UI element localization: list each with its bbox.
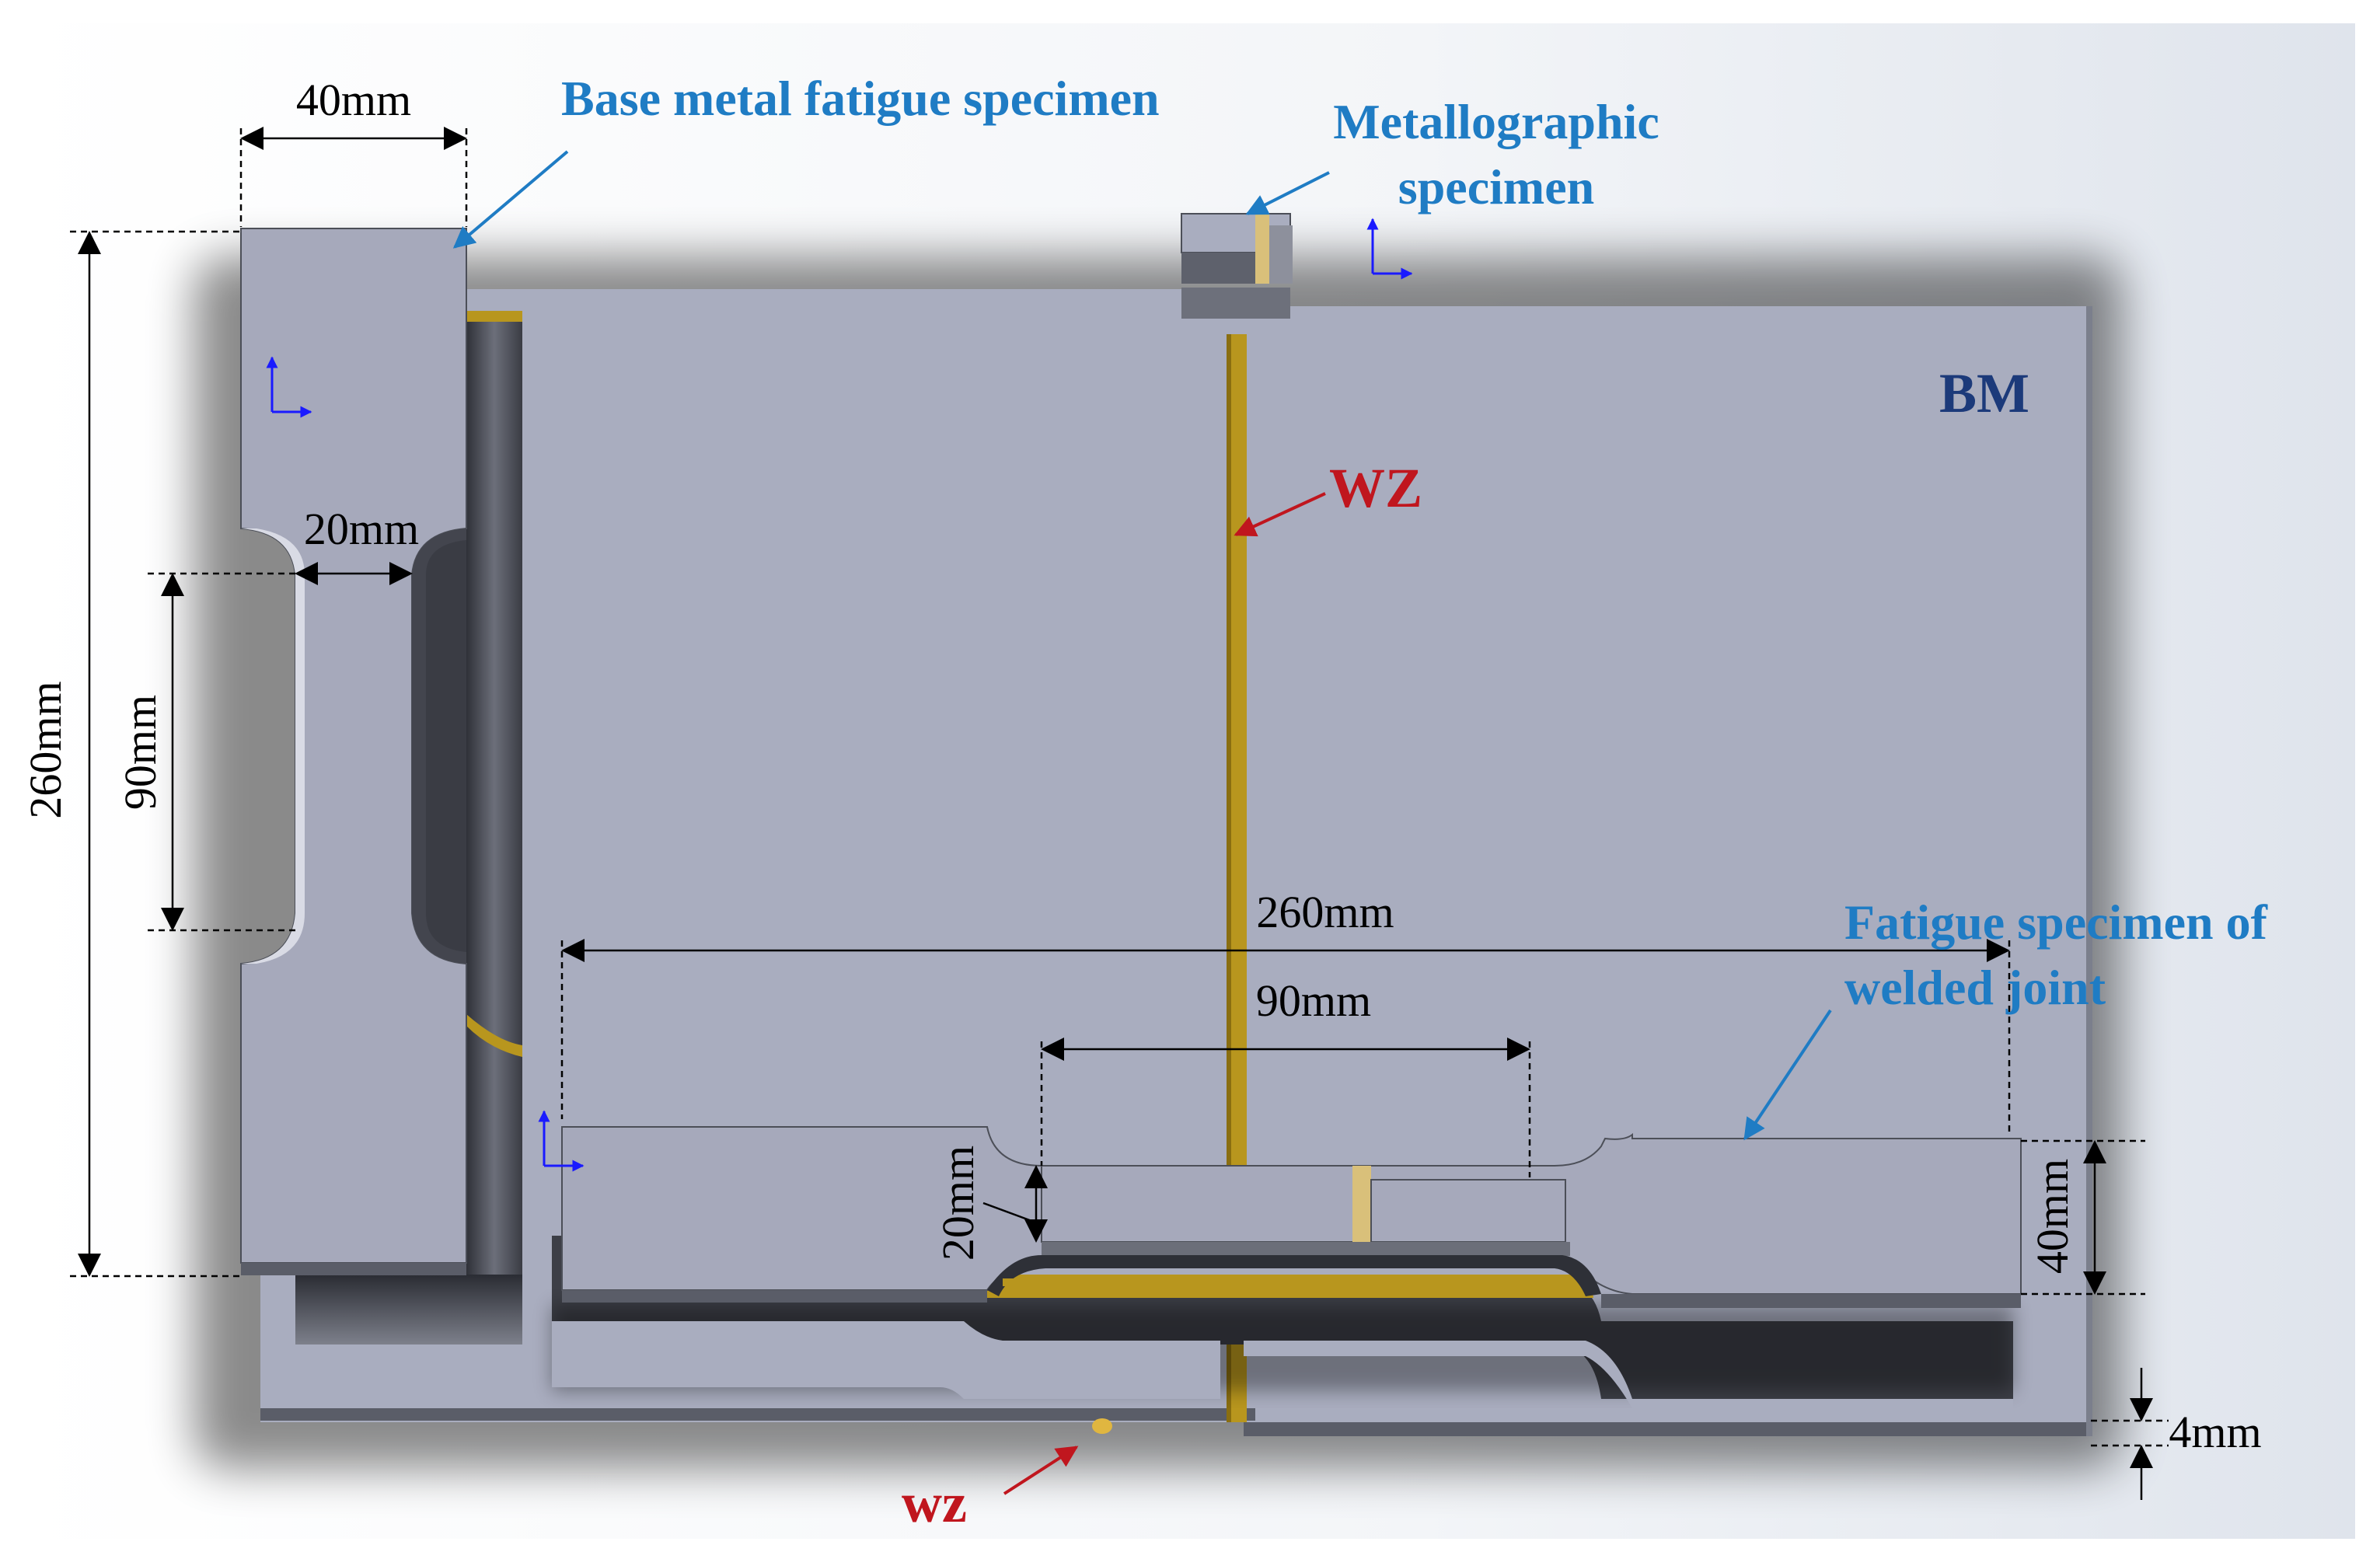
- dim-20mm-left: 20mm: [304, 504, 419, 554]
- label-metallographic-line2: specimen: [1398, 159, 1594, 214]
- coordinate-triad-bottom: [538, 1110, 585, 1172]
- dim-90mm-bottom: 90mm: [1256, 975, 1371, 1026]
- dim-4mm: 4mm: [2169, 1407, 2261, 1457]
- label-bm: BM: [1939, 362, 2029, 424]
- label-welded-joint-line2: welded joint: [1844, 960, 2106, 1015]
- coordinate-triad-top: [1366, 218, 1413, 280]
- label-welded-joint-line1: Fatigue specimen of: [1844, 895, 2268, 950]
- dim-40mm-right: 40mm: [2027, 1159, 2078, 1274]
- label-wz-bottom: wz: [902, 1472, 967, 1534]
- metallographic-specimen: [1181, 213, 1293, 319]
- arrow-metallographic: [1245, 171, 1330, 215]
- welded-joint-specimen: [561, 1126, 2022, 1308]
- label-base-metal-specimen: Base metal fatigue specimen: [561, 71, 1160, 126]
- arrow-wz-top: [1234, 492, 1326, 537]
- dim-90mm-left: 90mm: [115, 695, 166, 810]
- label-wz-top: WZ: [1329, 457, 1422, 519]
- dim-260mm-bottom: 260mm: [1256, 887, 1394, 937]
- dim-20mm-bottom: 20mm: [933, 1146, 983, 1261]
- dimension-lines: [70, 127, 2169, 1500]
- arrow-welded-joint: [1743, 1009, 1832, 1141]
- coordinate-triad-left: [266, 356, 312, 418]
- callout-arrows: [452, 150, 1832, 1495]
- annotation-labels: Base metal fatigue specimen Metallograph…: [561, 71, 2268, 1534]
- dim-40mm-top: 40mm: [296, 75, 411, 125]
- label-metallographic-line1: Metallographic: [1333, 94, 1659, 149]
- dimension-labels: 40mm 260mm 20mm 90mm 260mm 90mm 20mm 40m…: [20, 75, 2262, 1457]
- dim-260mm-left: 260mm: [20, 681, 71, 818]
- arrow-wz-bottom: [1003, 1446, 1079, 1495]
- arrow-base-metal: [452, 150, 569, 249]
